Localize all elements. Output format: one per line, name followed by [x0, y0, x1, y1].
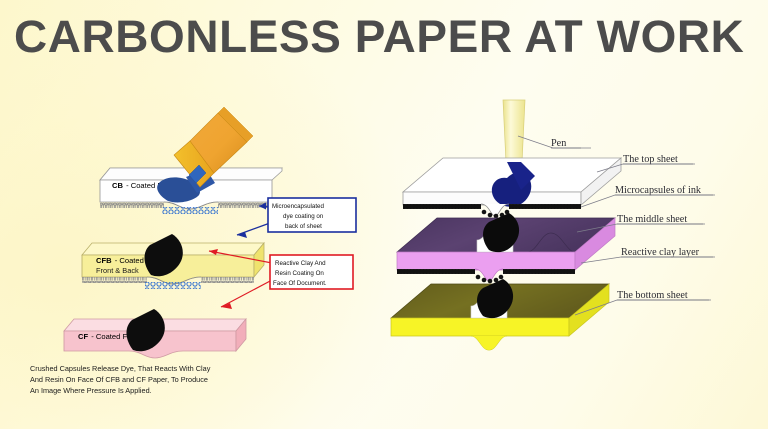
capsule-fringe-cb [100, 201, 272, 214]
crushed-capsules-middle [475, 274, 504, 284]
page-title: CARBONLESS PAPER AT WORK [14, 11, 745, 62]
svg-text:Face Of Document.: Face Of Document. [273, 280, 327, 287]
label-pen: Pen [551, 138, 566, 149]
microcapsule-row-middle [397, 269, 475, 274]
image-mark-middle [483, 213, 520, 253]
right-middle-sheet [396, 213, 616, 284]
svg-text:And Resin On Face Of CFB and C: And Resin On Face Of CFB and CF Paper, T… [30, 375, 208, 384]
image-mark-cf [126, 309, 165, 352]
right-top-sheet [401, 157, 623, 219]
left-caption: Crushed Capsules Release Dye, That React… [30, 364, 211, 395]
capsule-fringe-cfb [82, 276, 254, 289]
crushed-capsules-blue [162, 207, 218, 214]
left-label-cfb-line2: Front & Back [96, 266, 139, 275]
left-diagram: CB - Coated Back [30, 106, 357, 395]
right-diagram: Pen The top sheet Microcapsules of ink T… [390, 99, 715, 351]
left-sheet-cf: CF - Coated Face [63, 309, 247, 359]
ink-stroke-cb [157, 177, 200, 203]
svg-text:dye coating on: dye coating on [283, 213, 324, 220]
microcapsule-callout: Microencapsulated dye coating on back of… [236, 197, 357, 238]
right-bottom-sheet [390, 279, 610, 351]
image-mark-cfb [144, 234, 183, 277]
label-bottom-sheet: The bottom sheet [617, 290, 688, 301]
left-label-cf: CF - Coated Face [78, 332, 139, 341]
label-microcapsules: Microcapsules of ink [615, 185, 702, 196]
microcapsule-row-top [403, 204, 481, 209]
left-label-cb: CB - Coated Back [112, 181, 174, 190]
svg-text:An Image Where Pressure Is App: An Image Where Pressure Is Applied. [30, 386, 152, 395]
left-sheet-cfb: CFB - Coated Front & Back [81, 234, 265, 289]
crushed-capsules-blue-2 [145, 282, 201, 289]
svg-text:Reactive Clay And: Reactive Clay And [275, 260, 326, 267]
pen-orange-icon [173, 106, 254, 188]
label-clay-layer: Reactive clay layer [621, 247, 700, 258]
image-mark-bottom [477, 279, 514, 319]
svg-text:Crushed Capsules Release Dye,: Crushed Capsules Release Dye, That React… [30, 364, 211, 373]
left-label-cfb: CFB - Coated [96, 256, 144, 265]
reactive-clay-callout: Reactive Clay And Resin Coating On Face … [208, 249, 354, 309]
label-top-sheet: The top sheet [623, 154, 678, 165]
right-labels: Pen The top sheet Microcapsules of ink T… [517, 135, 715, 316]
label-middle-sheet: The middle sheet [617, 214, 687, 225]
svg-text:back of sheet: back of sheet [285, 223, 322, 230]
svg-text:Resin Coating On: Resin Coating On [275, 270, 324, 277]
svg-text:Microencapsulated: Microencapsulated [272, 203, 324, 210]
